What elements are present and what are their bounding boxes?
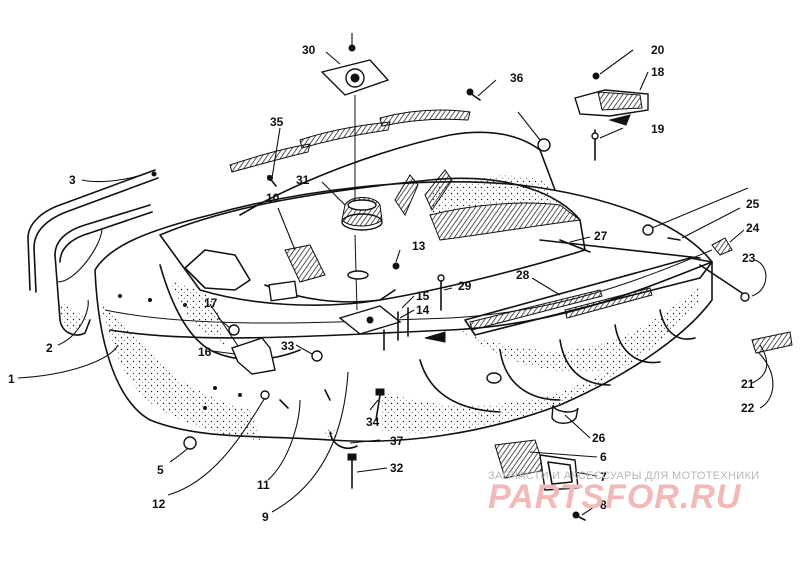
part-label-10: 10 [266,191,280,205]
part-label-15: 15 [416,289,430,303]
part-label-28: 28 [516,268,530,282]
part-label-27: 27 [594,229,608,243]
part-label-33: 33 [281,339,295,353]
part-label-13: 13 [412,239,426,253]
part-label-21: 21 [741,377,755,391]
part-label-35: 35 [270,115,284,129]
lower-hull [94,181,713,442]
part-label-17: 17 [204,296,218,310]
watermark-logo: PARTSFOR.RU [488,478,742,516]
bumper-2 [54,204,153,336]
part-label-20: 20 [651,43,665,57]
part-label-29: 29 [458,279,472,293]
side-trim [464,239,713,336]
part-label-19: 19 [651,122,665,136]
part-label-2: 2 [46,341,53,355]
leader-lines [17,33,774,516]
part-label-24: 24 [746,221,760,235]
part-label-22: 22 [741,401,755,415]
steering-column [320,44,390,311]
part-label-34: 34 [366,415,380,429]
part-label-25: 25 [746,197,760,211]
part-label-1: 1 [8,372,15,386]
hardware [183,72,793,521]
part-label-5: 5 [157,463,164,477]
part-label-11: 11 [257,478,270,492]
part-label-31: 31 [296,173,310,187]
part-label-3: 3 [69,173,76,187]
part-label-16: 16 [198,345,212,359]
part-label-14: 14 [416,303,430,317]
part-label-6: 6 [600,450,607,464]
part-label-9: 9 [262,510,269,524]
part-label-18: 18 [651,65,665,79]
part-label-30: 30 [302,43,316,57]
upper-hull [159,109,586,361]
part-label-12: 12 [152,497,166,511]
part-label-36: 36 [510,71,524,85]
part-label-7: 7 [600,470,607,484]
part-label-37: 37 [390,434,404,448]
part-label-8: 8 [600,498,607,512]
part-label-23: 23 [742,251,756,265]
part-label-32: 32 [390,461,404,475]
bumper-3 [27,169,159,293]
watermark-subtitle: ЗАПЧАСТИ И АКСЕССУАРЫ ДЛЯ МОТОТЕХНИКИ [488,470,760,482]
part-label-26: 26 [592,431,606,445]
part-labels: 30 36 20 18 19 35 31 3 10 25 24 27 13 23… [8,43,760,524]
